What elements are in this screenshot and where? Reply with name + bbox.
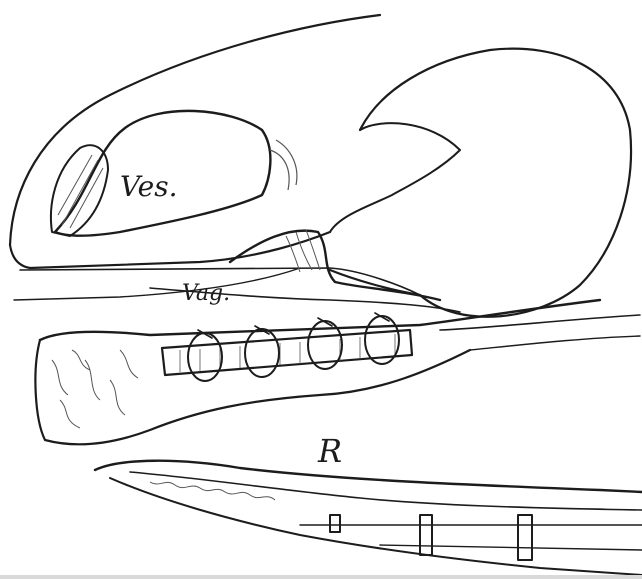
suture-stitches xyxy=(188,313,399,381)
rectal-wall xyxy=(35,300,640,444)
vesica-label: Ves. xyxy=(120,170,178,203)
posterior-wall xyxy=(95,461,642,575)
suture-stitch xyxy=(188,333,222,381)
suture-stitch xyxy=(245,329,279,377)
suture-strip xyxy=(162,330,412,375)
bottom-strip xyxy=(0,575,642,579)
vagina-label: Vag. xyxy=(182,281,230,306)
upper-organ xyxy=(10,15,631,317)
rectum-label: R xyxy=(317,432,342,470)
